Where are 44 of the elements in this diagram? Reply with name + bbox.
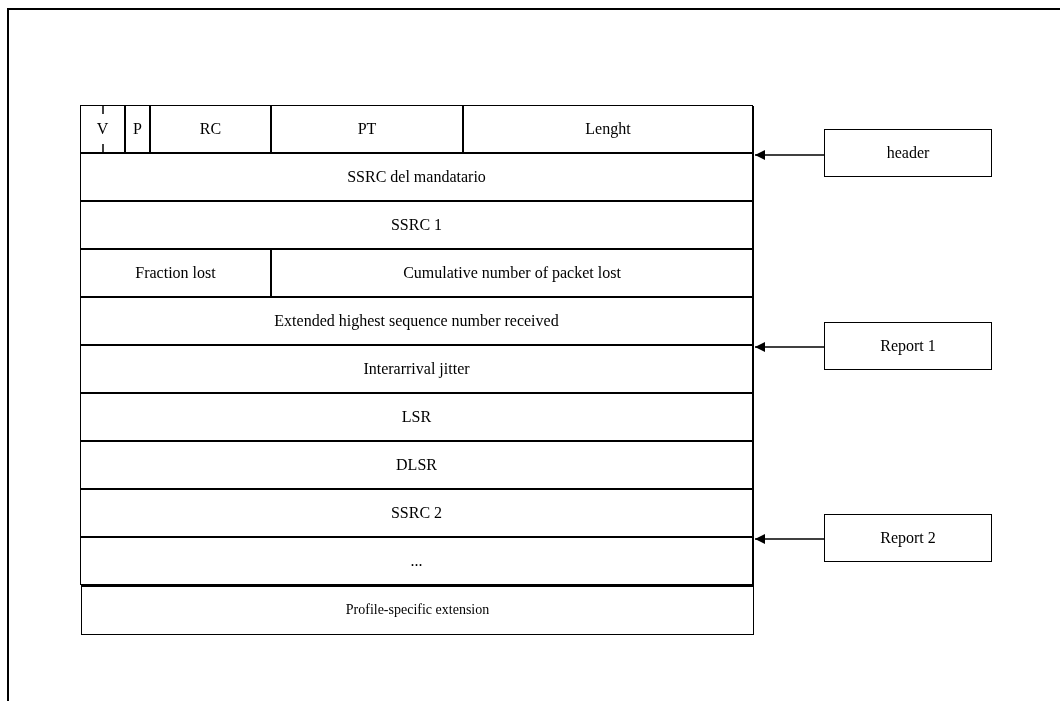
field-cell xyxy=(80,537,753,585)
field-cell xyxy=(80,345,753,393)
field-cell xyxy=(80,489,753,537)
field-label: Cumulative number of packet lost xyxy=(402,263,622,283)
field-cell xyxy=(80,297,753,345)
arrow xyxy=(754,534,826,544)
field-group-box xyxy=(81,202,754,490)
field-label: Lenght xyxy=(584,119,632,139)
field-label: header xyxy=(885,143,931,163)
field-cell xyxy=(271,105,463,153)
field-cell xyxy=(463,105,753,153)
field-cell xyxy=(271,249,753,297)
field-label: DLSR xyxy=(395,455,438,475)
field-label: ... xyxy=(409,551,424,571)
field-label: SSRC 1 xyxy=(389,215,444,235)
label-box xyxy=(824,322,992,370)
field-label: Report 2 xyxy=(879,528,937,548)
field-group-box xyxy=(81,490,754,586)
field-group-box xyxy=(81,106,754,202)
field-label: V xyxy=(95,119,110,139)
field-label: SSRC 2 xyxy=(389,503,444,523)
arrow xyxy=(754,150,826,160)
field-cell xyxy=(150,105,271,153)
field-cell xyxy=(125,105,150,153)
field-cell xyxy=(80,393,753,441)
arrow xyxy=(754,342,826,352)
field-label: RC xyxy=(198,119,223,139)
field-cell xyxy=(80,441,753,489)
field-label: Report 1 xyxy=(879,336,937,356)
field-cell xyxy=(80,105,125,153)
label-box xyxy=(824,129,992,177)
field-label: Extended highest sequence number received xyxy=(273,311,560,331)
field-cell xyxy=(80,153,753,201)
field-cell xyxy=(80,201,753,249)
field-label: LSR xyxy=(400,407,433,427)
field-label: SSRC del mandatario xyxy=(346,167,487,187)
field-label: Interarrival jitter xyxy=(362,359,471,379)
field-label: PT xyxy=(356,119,378,139)
label-box xyxy=(824,514,992,562)
field-label: Profile-specific extension xyxy=(344,602,491,619)
field-label: P xyxy=(132,119,143,139)
field-cell xyxy=(80,249,271,297)
field-label: Fraction lost xyxy=(134,263,217,283)
field-cell xyxy=(81,586,754,635)
